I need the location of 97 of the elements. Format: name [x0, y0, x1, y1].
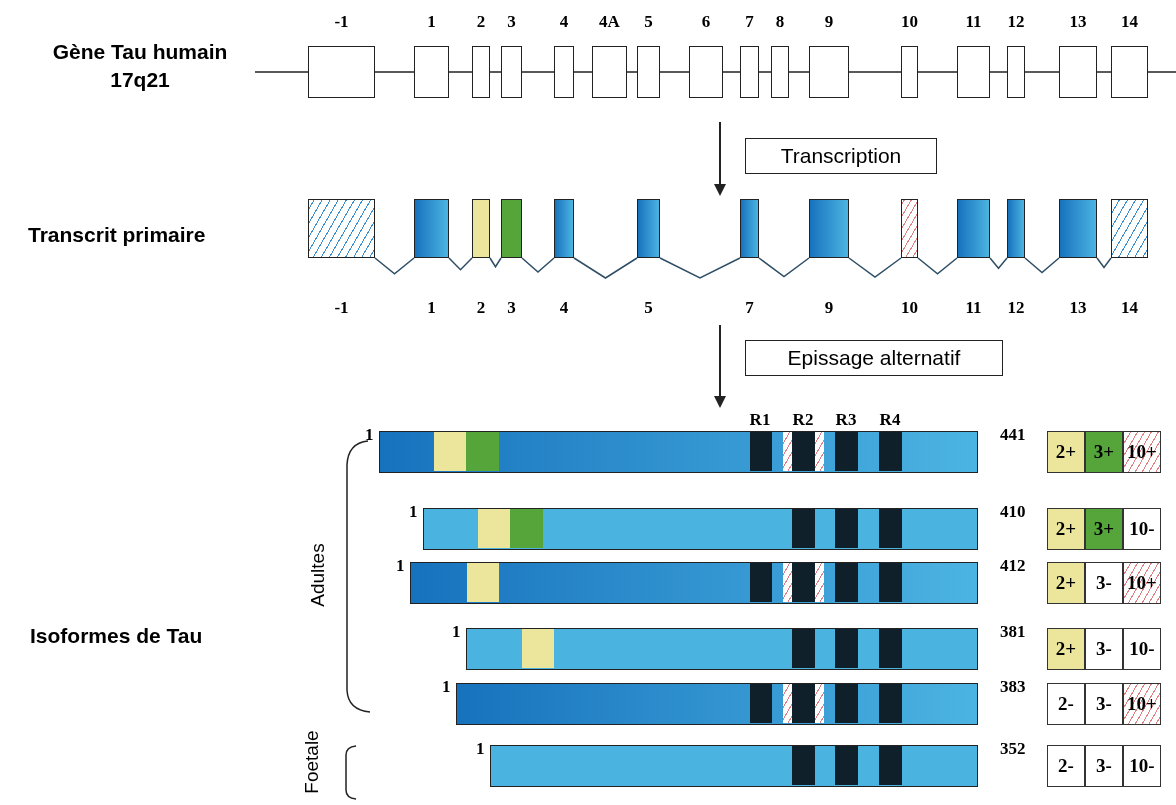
- diagram-heading: Gène Tau humain 17q21: [51, 39, 229, 93]
- exon-status-tag: 3-: [1085, 745, 1123, 787]
- gene-line: [626, 71, 638, 73]
- splice-line: [659, 257, 741, 279]
- splice-line: [758, 257, 810, 278]
- splice-line: [489, 257, 502, 269]
- start-number: 1: [452, 622, 461, 642]
- exon-number: 5: [644, 12, 653, 32]
- exon-number: 1: [427, 12, 436, 32]
- length-number: 412: [1000, 556, 1026, 576]
- exon-number: 9: [824, 298, 834, 318]
- gene-line: [659, 71, 690, 73]
- exon-number: 2: [476, 298, 486, 318]
- splice-line: [848, 257, 902, 278]
- exon-number: 4: [559, 298, 569, 318]
- splice-line: [989, 257, 1008, 270]
- group-label: Adultes: [307, 543, 329, 607]
- gene-line: [788, 71, 810, 73]
- exon-status-tag: 10+: [1123, 431, 1161, 473]
- exon-number: 6: [701, 12, 711, 32]
- exon-status-tag: 2-: [1047, 745, 1085, 787]
- step-label-box: Epissage alternatif: [745, 340, 1003, 376]
- step-label-box: Transcription: [745, 138, 937, 174]
- start-number: 1: [365, 425, 374, 445]
- gene-line: [989, 71, 1008, 73]
- exon-status-tag: 2+: [1047, 508, 1085, 550]
- exon-number: 10: [901, 298, 918, 318]
- splice-line: [573, 257, 638, 279]
- exon-number: 14: [1121, 12, 1138, 32]
- exon-status-tag: 2+: [1047, 562, 1085, 604]
- gene-line: [722, 71, 741, 73]
- gene-line: [848, 71, 902, 73]
- row-label: Transcrit primaire: [28, 223, 206, 247]
- exon-status-tag: 10+: [1123, 683, 1161, 725]
- exon-status-tag: 10+: [1123, 562, 1161, 604]
- splice-line: [521, 257, 555, 273]
- exon-status-tag: 3-: [1085, 628, 1123, 670]
- exon-number: -1: [334, 298, 349, 318]
- splice-line: [1096, 257, 1112, 269]
- exon-number: 12: [1007, 12, 1025, 32]
- exon-number: 7: [745, 298, 754, 318]
- exon-number: 8: [775, 12, 785, 32]
- gene-line: [1024, 71, 1060, 73]
- gene-line: [1096, 71, 1112, 73]
- exon-status-tag: 3-: [1085, 683, 1123, 725]
- exon-status-tag: 10-: [1123, 628, 1161, 670]
- exon-number: 3: [507, 298, 516, 318]
- exon-number: 4A: [599, 12, 620, 32]
- length-number: 381: [1000, 622, 1026, 642]
- exon-number: -1: [334, 12, 349, 32]
- gene-line: [374, 71, 415, 73]
- exon-status-tag: 3+: [1085, 508, 1123, 550]
- group-label: Foetale: [301, 730, 323, 794]
- start-number: 1: [396, 556, 405, 576]
- length-number: 352: [1000, 739, 1026, 759]
- exon-number: 14: [1121, 298, 1138, 318]
- exon-status-tag: 2-: [1047, 683, 1085, 725]
- splice-line: [1024, 257, 1060, 274]
- exon-number: 9: [824, 12, 834, 32]
- repeat-label: R3: [835, 410, 857, 430]
- gene-line: [521, 71, 555, 73]
- length-number: 441: [1000, 425, 1026, 445]
- exon-number: 2: [476, 12, 486, 32]
- exon-status-tag: 10-: [1123, 745, 1161, 787]
- exon-status-tag: 2+: [1047, 431, 1085, 473]
- splice-line: [448, 257, 473, 271]
- gene-line: [489, 71, 502, 73]
- repeat-label: R2: [792, 410, 814, 430]
- exon-number: 13: [1069, 298, 1087, 318]
- gene-line: [448, 71, 473, 73]
- length-number: 383: [1000, 677, 1026, 697]
- start-number: 1: [409, 502, 418, 522]
- exon-number: 11: [965, 12, 982, 32]
- row-label: Isoformes de Tau: [30, 624, 203, 648]
- gene-line: [917, 71, 958, 73]
- splice-line: [374, 257, 415, 275]
- exon-status-tag: 2+: [1047, 628, 1085, 670]
- splice-line: [917, 257, 958, 275]
- gene-line: [758, 71, 772, 73]
- exon-status-tag: 3+: [1085, 431, 1123, 473]
- length-number: 410: [1000, 502, 1026, 522]
- exon-number: 13: [1069, 12, 1087, 32]
- exon-number: 5: [644, 298, 653, 318]
- repeat-label: R1: [749, 410, 771, 430]
- exon-number: 11: [965, 298, 982, 318]
- exon-number: 3: [507, 12, 516, 32]
- exon-number: 1: [427, 298, 436, 318]
- exon-status-tag: 3-: [1085, 562, 1123, 604]
- gene-line: [573, 71, 593, 73]
- repeat-label: R4: [879, 410, 901, 430]
- exon-number: 7: [745, 12, 754, 32]
- exon-status-tag: 10-: [1123, 508, 1161, 550]
- exon-number: 10: [901, 12, 918, 32]
- exon-number: 12: [1007, 298, 1025, 318]
- exon-number: 4: [559, 12, 569, 32]
- start-number: 1: [442, 677, 451, 697]
- start-number: 1: [476, 739, 485, 759]
